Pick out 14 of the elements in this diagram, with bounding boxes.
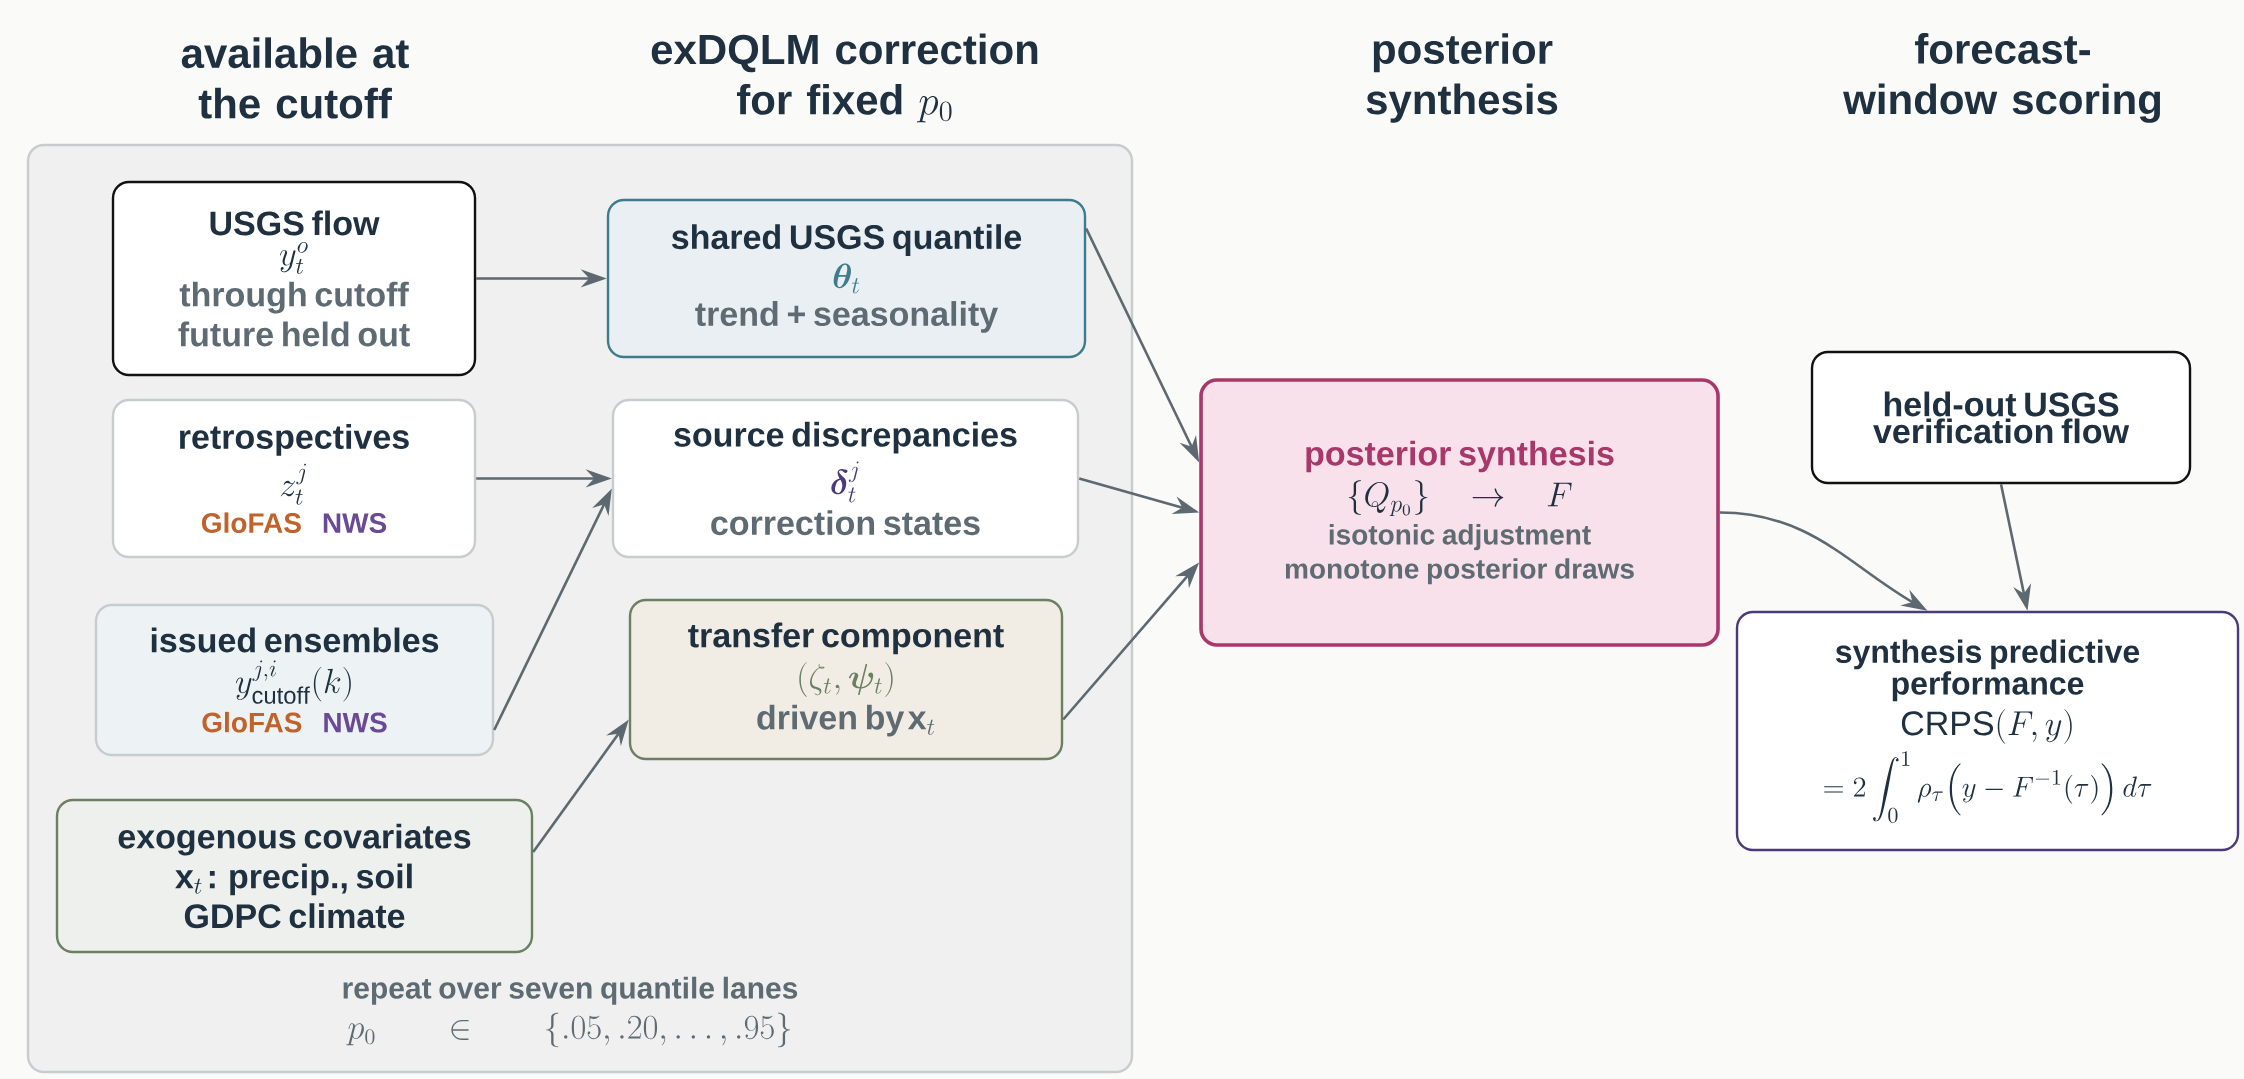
column-heading: posterior synthesis xyxy=(1366,33,1558,123)
process-box: shared USGS quantile $\boldsymbol{\theta}_t$ trend + seasonality xyxy=(606,198,1087,359)
column-heading: available at the cutoff xyxy=(181,37,409,119)
column-heading: forecast-window scoring xyxy=(1843,33,2161,123)
process-box: source discrepancies $\boldsymbol{\delta}_t^j$ correction states xyxy=(611,398,1080,559)
input-box: USGS flow $y_t^o$ through cutoff future held out xyxy=(111,180,477,377)
process-box: transfer component $(\zeta_t, \boldsymbol{\psi}_t)$ driven by$\mathbf{x}_t$ xyxy=(628,598,1064,761)
synthesis-box: posterior synthesis $\{Q_{p_0}\} \to F$ isotonic adjustment monotone posterior draws xyxy=(1199,378,1720,647)
output-box: synthesis predictive performance $\mathrm{CRPS}(F,y)$ $= 2\int_0^1 \rho_\tau\Bigl(y - F^{-1}(\tau)\Bigr)\, d\tau$ xyxy=(1735,610,2240,852)
input-box: held-out USGS verification flow xyxy=(1810,350,2192,485)
input-box: issued ensembles $y^{j,i}_{\mathrm{cutoff}}(k)$ GloFAS NWS xyxy=(94,603,495,757)
input-box: retrospectives $z_t^j$ GloFAS NWS xyxy=(111,398,477,559)
input-box: exogenous covariates $\mathbf{x}_t$ : precip., soil GDPC climate xyxy=(55,798,534,954)
column-heading: exDQLM correction for fixed $p_0$ xyxy=(651,33,1038,123)
